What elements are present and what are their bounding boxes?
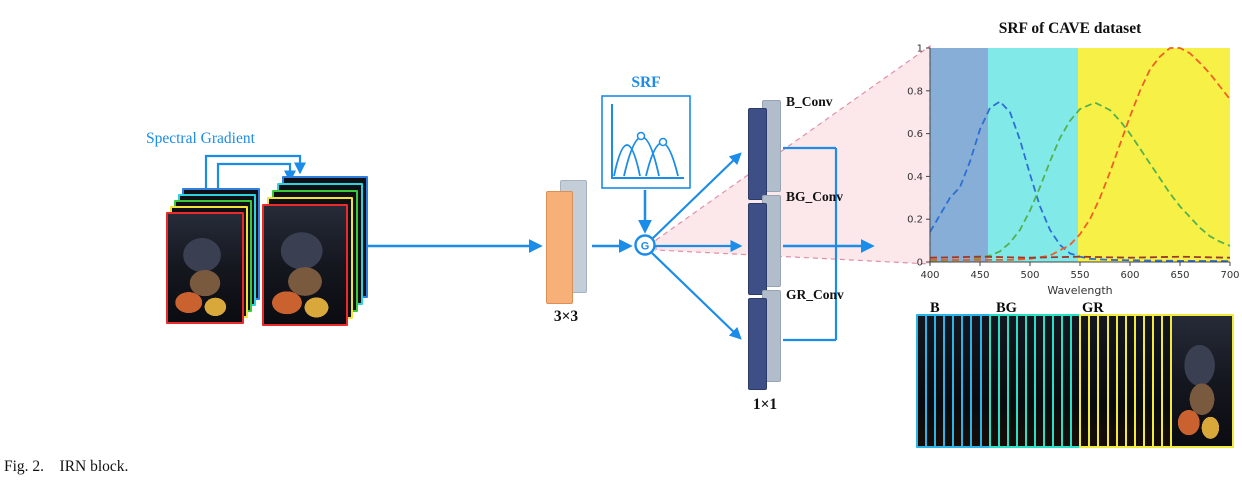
y-tick-label: 0.2 [907, 215, 923, 226]
gradient-band-stack [262, 176, 372, 328]
figure-caption: Fig. 2. IRN block. [4, 458, 129, 475]
band-region [930, 48, 988, 262]
srf-label: SRF [631, 74, 661, 91]
grconv-label: GR_Conv [786, 287, 844, 302]
srf-peak-marker [636, 131, 646, 141]
concat-node: G [634, 234, 656, 256]
grconv-slab-front [748, 298, 767, 390]
cube-label-bg: BG [996, 300, 1017, 316]
band-layer [166, 212, 244, 324]
band-layer [262, 204, 348, 326]
bgconv-slab-front [748, 203, 767, 295]
x-axis-label: Wavelength [1047, 284, 1112, 297]
concat-node-label: G [641, 241, 650, 253]
srf-curve [930, 47, 1231, 261]
srf-curve [929, 101, 1231, 262]
y-tick-label: 0.8 [907, 86, 923, 97]
cube-label-gr: GR [1082, 300, 1104, 316]
spectral-gradient-arrow-outer [204, 154, 307, 190]
x-tick-label: 500 [1020, 270, 1039, 281]
x-tick-label: 700 [1220, 270, 1239, 281]
concat-to-grconv-arrow [651, 252, 742, 340]
srf-box [601, 95, 691, 189]
band-region [1078, 48, 1230, 262]
y-tick-label: 0.4 [907, 172, 923, 183]
x-tick-label: 400 [920, 270, 939, 281]
bgconv-label: BG_Conv [786, 189, 844, 204]
conv3-block-front [546, 191, 573, 304]
srf-peak-marker [658, 137, 668, 147]
y-tick-label: 0.6 [907, 129, 923, 140]
x-tick-label: 650 [1170, 270, 1189, 281]
band-region [988, 48, 1078, 262]
bconv-slab-front [748, 108, 767, 200]
spectral-gradient-label: Spectral Gradient [146, 130, 255, 147]
bconv-label: B_Conv [786, 94, 833, 109]
cube-label-b: B [930, 300, 940, 316]
concat-to-bconv-arrow [651, 152, 742, 240]
x-tick-label: 450 [970, 270, 989, 281]
srf-curve [929, 100, 1231, 262]
chart-title: SRF of CAVE dataset [998, 20, 1142, 37]
conv3-label: 3×3 [553, 308, 579, 325]
srf-curve [929, 255, 1231, 259]
zoom-cone [655, 44, 931, 265]
x-tick-label: 550 [1070, 270, 1089, 281]
input-band-stack [166, 188, 266, 328]
y-tick-label: 0 [917, 258, 923, 269]
x-tick-label: 600 [1120, 270, 1139, 281]
y-tick-label: 1 [917, 44, 923, 55]
srf-chart: 400 450 500 550 600 650 700 0 0.2 0.4 0.6 0.8 1Wavel… [907, 44, 1239, 298]
spectral-gradient-arrow-inner [216, 162, 297, 194]
conv1-label: 1×1 [752, 396, 778, 413]
band-slice [1170, 314, 1234, 448]
grouped-band-cube: B BG GR [916, 300, 1236, 452]
